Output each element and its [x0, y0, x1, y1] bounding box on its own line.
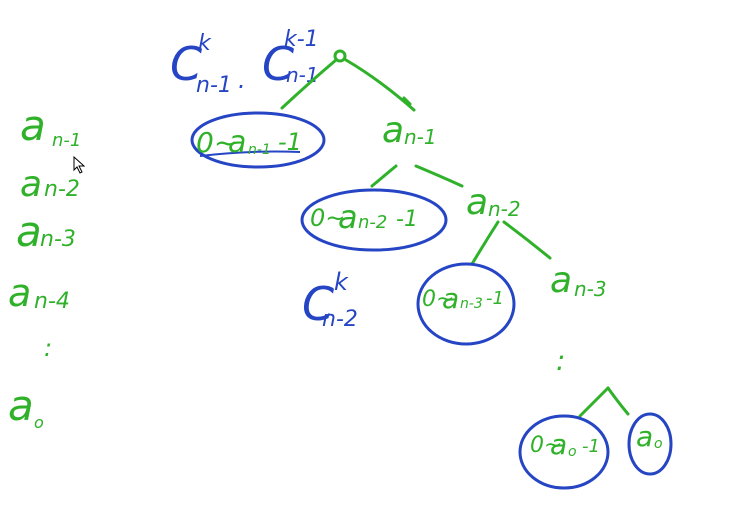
left-term-base: a — [20, 101, 46, 150]
left-term-a-n-2: a n-2 — [20, 164, 80, 205]
tree-node-base: a — [550, 260, 572, 301]
leaf-circle — [300, 188, 448, 252]
leaf-sub: n-2 — [358, 212, 387, 233]
edge-a-n-2-right — [502, 220, 552, 260]
combination-c-k-n-2-base: C — [302, 277, 334, 331]
combination-c-k-n-2-sup: k — [334, 268, 349, 296]
tree-edges — [280, 49, 630, 418]
combination-c-k-1-n-1-sub: n-1 — [286, 63, 319, 87]
left-term-base: a — [8, 381, 34, 430]
left-term-sub: o — [34, 413, 44, 432]
combination-c-k-1-n-1-base: C — [262, 37, 294, 91]
edge-root-right-tick — [402, 96, 412, 106]
left-term-base: a — [20, 164, 42, 205]
left-term-ellipsis: : — [44, 334, 52, 362]
tree-node-a-n-1: a n-1 — [382, 110, 437, 151]
edge-a-n-2-left — [470, 220, 500, 266]
leaf-tail: -1 — [396, 207, 418, 232]
left-term-a-n-4: a n-4 — [8, 271, 70, 315]
combination-product-note: C k n-1 . C k-1 n-1 — [170, 27, 319, 98]
mouse-pointer-icon — [73, 155, 86, 174]
left-term-sub: n-1 — [52, 130, 81, 151]
leaf-sub: n-3 — [460, 296, 483, 312]
left-term-base: : — [44, 334, 52, 362]
leaf-range-a-n-1: 0~ a n-1 -1 — [190, 111, 326, 169]
combination-middle-note: C k n-2 — [302, 268, 358, 332]
tree-node-base: : — [556, 344, 565, 377]
left-term-base: a — [16, 207, 42, 256]
left-term-sub: n-3 — [40, 227, 76, 252]
tree-node-sub: n-2 — [488, 197, 521, 221]
leaf-single-a-0: a o — [627, 412, 673, 476]
tree-node-sub: n-1 — [404, 125, 437, 149]
tree-root-node — [333, 49, 347, 63]
leaf-base: a — [442, 282, 459, 315]
left-term-column: a n-1 a n-2 a n-3 a n-4 : a o — [8, 101, 81, 432]
leaf-tail: -1 — [582, 436, 600, 457]
left-term-a-n-1: a n-1 — [20, 101, 81, 151]
combination-c-k-n-1-sup: k — [198, 31, 212, 56]
tree-nodes: a n-1 a n-2 a n-3 : — [382, 110, 607, 377]
tree-node-ellipsis: : — [556, 344, 565, 377]
leaf-sub: o — [654, 436, 663, 452]
leaf-underline-stroke — [199, 150, 301, 157]
tree-node-a-n-2: a n-2 — [466, 182, 521, 223]
left-term-a-n-3: a n-3 — [16, 207, 76, 256]
leaf-circle — [627, 412, 673, 476]
leaf-range-a-n-2: 0~ a n-2 -1 — [300, 188, 448, 252]
leaf-range-a-n-3: 0~ a n-3 -1 — [416, 262, 516, 346]
edge-bottom-left — [578, 386, 610, 418]
leaf-lead: 0~ — [310, 204, 345, 232]
leaf-tail: -1 — [486, 288, 504, 309]
leaf-sub: o — [568, 444, 577, 460]
edge-root-left — [280, 58, 338, 110]
leaf-tail: -1 — [278, 128, 302, 156]
left-term-sub: n-4 — [34, 289, 70, 314]
leaf-base: a — [636, 420, 653, 453]
edge-a-n-1-right — [414, 164, 464, 188]
tree-leaves: 0~ a n-1 -1 0~ a n-2 -1 0~ a n-3 -1 — [190, 111, 673, 490]
leaf-base: a — [338, 198, 358, 236]
leaf-sub: n-1 — [248, 142, 271, 158]
tree-node-base: a — [466, 182, 488, 223]
tree-node-base: a — [382, 110, 404, 151]
tree-node-a-n-3: a n-3 — [550, 260, 607, 301]
leaf-lead: 0~ — [530, 433, 562, 458]
combination-c-k-n-1-base: C — [170, 37, 202, 91]
leaf-base: a — [550, 428, 567, 461]
leaf-circle — [416, 262, 516, 346]
edge-bottom-right — [606, 386, 630, 416]
tree-node-sub: n-3 — [574, 277, 607, 301]
multiplication-dot: . — [238, 66, 246, 94]
leaf-circle — [518, 414, 610, 490]
left-term-base: a — [8, 271, 31, 315]
combination-c-k-n-1-sub: n-1 — [196, 73, 232, 98]
leaf-lead: 0~ — [196, 126, 237, 159]
leaf-circle — [190, 111, 326, 169]
edge-root-right — [344, 58, 416, 112]
left-term-a-0: a o — [8, 381, 44, 432]
combination-c-k-1-n-1-sup: k-1 — [284, 27, 319, 52]
left-term-sub: n-2 — [44, 177, 80, 202]
leaf-lead: 0~ — [422, 287, 454, 312]
edge-a-n-1-left — [370, 164, 398, 188]
combination-c-k-n-2-sub: n-2 — [322, 307, 358, 332]
leaf-base: a — [228, 125, 246, 160]
leaf-range-a-0: 0~ a o -1 — [518, 414, 610, 490]
